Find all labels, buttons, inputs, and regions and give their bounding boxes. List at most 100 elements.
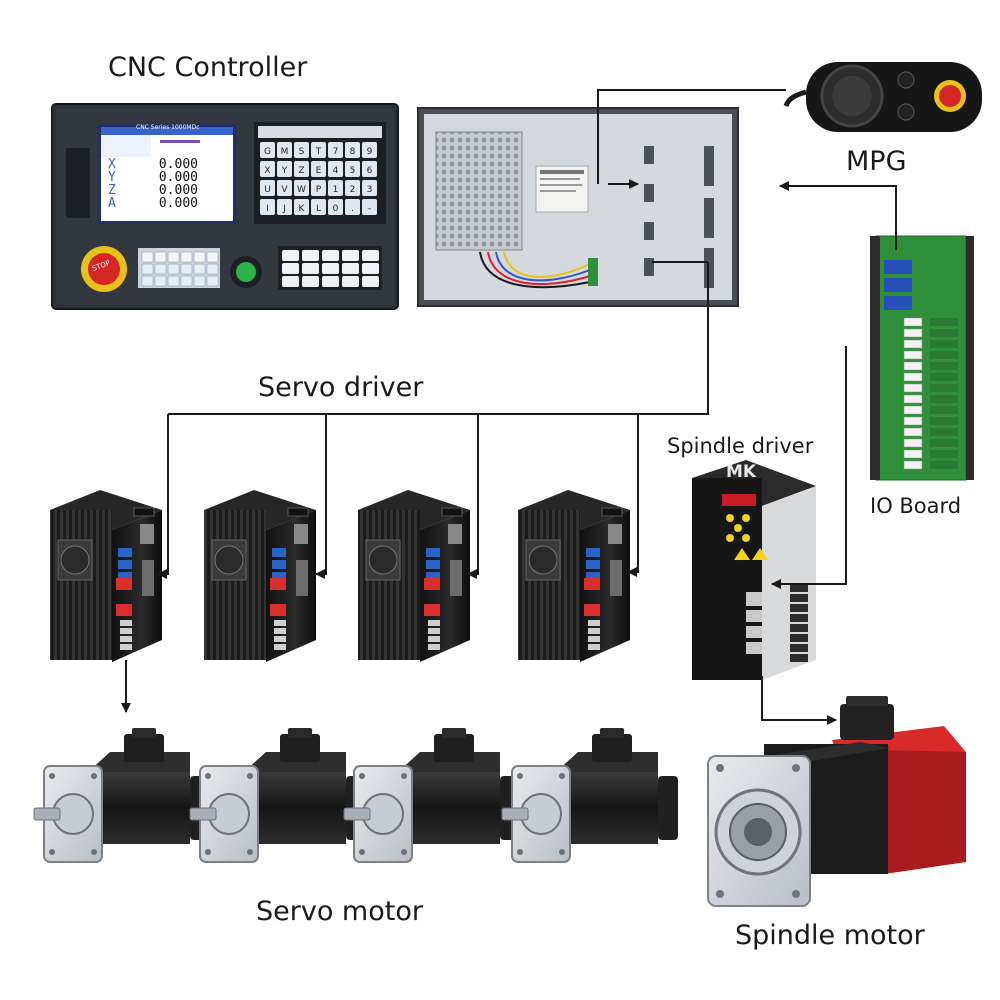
relay: [903, 317, 923, 327]
label-spindle-motor: Spindle motor: [735, 920, 925, 951]
axis-x-label: X: [108, 157, 116, 172]
keypad-key-label: 2: [350, 185, 356, 195]
keypad-key-label: G: [264, 147, 271, 157]
keypad-key-label: M: [281, 147, 289, 157]
relay: [903, 438, 923, 448]
servo-driver-1: [50, 490, 162, 662]
servo-driver-3: [358, 490, 470, 662]
keypad-key-label: X: [264, 166, 270, 176]
spindle-terminal: [790, 584, 808, 592]
keypad-key: L: [311, 199, 326, 215]
keypad-key: T: [311, 142, 326, 158]
panel-button: [193, 263, 206, 275]
keypad-key-label: W: [297, 185, 306, 195]
power-supply: [435, 131, 523, 251]
axis-a-value: 0.000: [158, 196, 198, 211]
keypad-key-label: S: [299, 147, 305, 157]
mpg-estop-icon: [939, 85, 961, 107]
relay-terminal: [930, 439, 958, 447]
keypad-key-label: 9: [367, 147, 373, 157]
panel-button: [141, 263, 154, 275]
keypad-key-label: 1: [333, 185, 339, 195]
warning-icon: [734, 548, 750, 560]
servo-motor-1: [33, 728, 210, 863]
relay: [903, 416, 923, 426]
keypad-key-label: E: [316, 166, 322, 176]
keypad-key: J: [277, 199, 292, 215]
screen-axes: X 0.000 Y 0.000 Z 0.000 A 0.000: [108, 158, 198, 210]
axis-y-label: Y: [108, 170, 116, 185]
jog-button: [362, 276, 379, 287]
warning-icon-2: [752, 548, 768, 560]
keypad-key-label: V: [281, 185, 288, 195]
relay-terminal: [930, 373, 958, 381]
cnc-controller-back: [417, 107, 739, 307]
keypad-key-label: 7: [333, 147, 339, 157]
label-cnc-controller: CNC Controller: [108, 52, 308, 83]
mpg-handwheel: [783, 62, 982, 132]
keypad-key-label: I: [266, 204, 269, 214]
relay-terminal: [930, 461, 958, 469]
spindle-junction-box: [840, 704, 894, 740]
panel-button: [154, 251, 167, 263]
keypad-key: W: [294, 180, 309, 196]
relay-terminal: [930, 395, 958, 403]
keypad-key-label: L: [316, 204, 321, 214]
relay-terminal: [930, 362, 958, 370]
relay-terminal: [930, 329, 958, 337]
spindle-terminal: [790, 624, 808, 632]
spindle-terminal: [790, 594, 808, 602]
keypad-key: .: [345, 199, 360, 215]
panel-button: [180, 263, 193, 275]
relay: [903, 350, 923, 360]
relay-terminal: [930, 384, 958, 392]
panel-button: [206, 251, 219, 263]
jog-button: [302, 250, 319, 261]
keypad-key: 9: [362, 142, 377, 158]
servo-link-1: [157, 414, 169, 579]
estop-button-icon: [88, 253, 120, 285]
io-connector-3: [884, 296, 912, 310]
io-relays: [903, 317, 958, 470]
relay-terminal: [930, 351, 958, 359]
servo-bus: [168, 262, 709, 415]
keypad-key: E: [311, 161, 326, 177]
keypad-key-label: Z: [298, 166, 304, 176]
relay-terminal: [930, 417, 958, 425]
relay: [903, 405, 923, 415]
label-servo-motor: Servo motor: [256, 896, 423, 927]
keypad-key: Y: [277, 161, 292, 177]
io-link: [779, 181, 897, 250]
relay-terminal: [930, 318, 958, 326]
keypad-key: K: [294, 199, 309, 215]
jog-button: [322, 250, 339, 261]
spindle-terminal: [790, 614, 808, 622]
relay-terminal: [930, 450, 958, 458]
keypad-key: 8: [345, 142, 360, 158]
label-mpg: MPG: [846, 146, 907, 177]
motor-connector: [592, 734, 632, 762]
relay: [903, 427, 923, 437]
relay: [903, 460, 923, 470]
panel-button: [167, 275, 180, 287]
relay: [903, 383, 923, 393]
spindle-terminal: [790, 654, 808, 662]
panel-button: [167, 251, 180, 263]
spindle-terminal: [790, 604, 808, 612]
axis-y-value: 0.000: [158, 170, 198, 185]
keypad-key-label: -: [368, 204, 371, 214]
servo-drivers: [50, 490, 630, 662]
keypad-key-label: K: [299, 204, 306, 214]
jog-button: [342, 276, 359, 287]
jog-button: [362, 263, 379, 274]
jog-button: [282, 250, 299, 261]
spindle-control-link: [771, 346, 847, 589]
cycle-start-icon: [236, 262, 256, 282]
servo-link-3: [467, 414, 479, 579]
servo-link-2: [315, 414, 327, 579]
keypad-key: Z: [294, 161, 309, 177]
keypad-key-label: 5: [350, 166, 356, 176]
axis-a-label: A: [108, 196, 116, 211]
